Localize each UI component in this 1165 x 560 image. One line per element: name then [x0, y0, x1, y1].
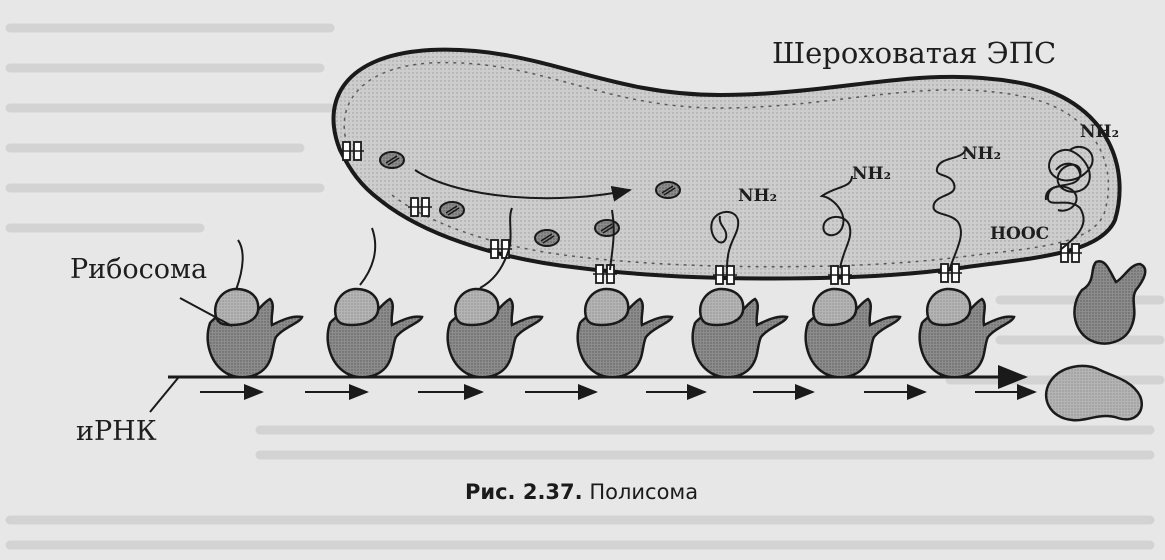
nh2-label-2: NH₂ — [852, 164, 892, 184]
vesicle-2 — [439, 201, 465, 219]
transport-arrow — [414, 169, 632, 202]
vesicle-5 — [655, 181, 681, 199]
peptide-chain-5 — [710, 211, 740, 269]
vesicle-1 — [379, 151, 405, 169]
ribosome-1 — [206, 287, 304, 379]
ribosome-2 — [326, 287, 424, 379]
released-small-subunit — [1044, 364, 1143, 422]
figure-caption-text: Полисома — [589, 480, 699, 504]
mrna-label: иРНК — [76, 416, 157, 447]
vesicle-3 — [534, 229, 560, 247]
ribosome-4 — [576, 287, 674, 379]
peptide-chain-6 — [819, 175, 853, 269]
peptide-chain-7 — [932, 147, 967, 269]
rough-er-membrane — [331, 47, 1122, 281]
cooh-label: HOOC — [990, 224, 1050, 244]
released-large-subunit — [1073, 260, 1147, 345]
peptide-chain-2 — [359, 227, 377, 286]
nh2-label-1: NH₂ — [738, 186, 778, 206]
ribosome-leader-line — [179, 297, 233, 327]
ribosome-6 — [804, 287, 902, 379]
figure-caption: Рис. 2.37. Полисома — [465, 480, 698, 504]
nh2-label-3: NH₂ — [962, 144, 1002, 164]
ribosome-5 — [691, 287, 789, 379]
peptide-chain-3 — [479, 207, 513, 289]
vesicle-4 — [594, 219, 620, 237]
ribosome-3 — [446, 287, 544, 379]
ribosome-label: Рибосома — [70, 254, 208, 285]
nh2-label-4: NH₂ — [1080, 122, 1120, 142]
ribosome-7 — [918, 287, 1016, 379]
rough-er-label: Шероховатая ЭПС — [772, 36, 1057, 70]
mrna-leader-line — [149, 377, 179, 413]
peptide-chain-8 — [1046, 145, 1094, 251]
peptide-chain-4 — [609, 209, 615, 271]
figure-number: Рис. 2.37. — [465, 480, 583, 504]
